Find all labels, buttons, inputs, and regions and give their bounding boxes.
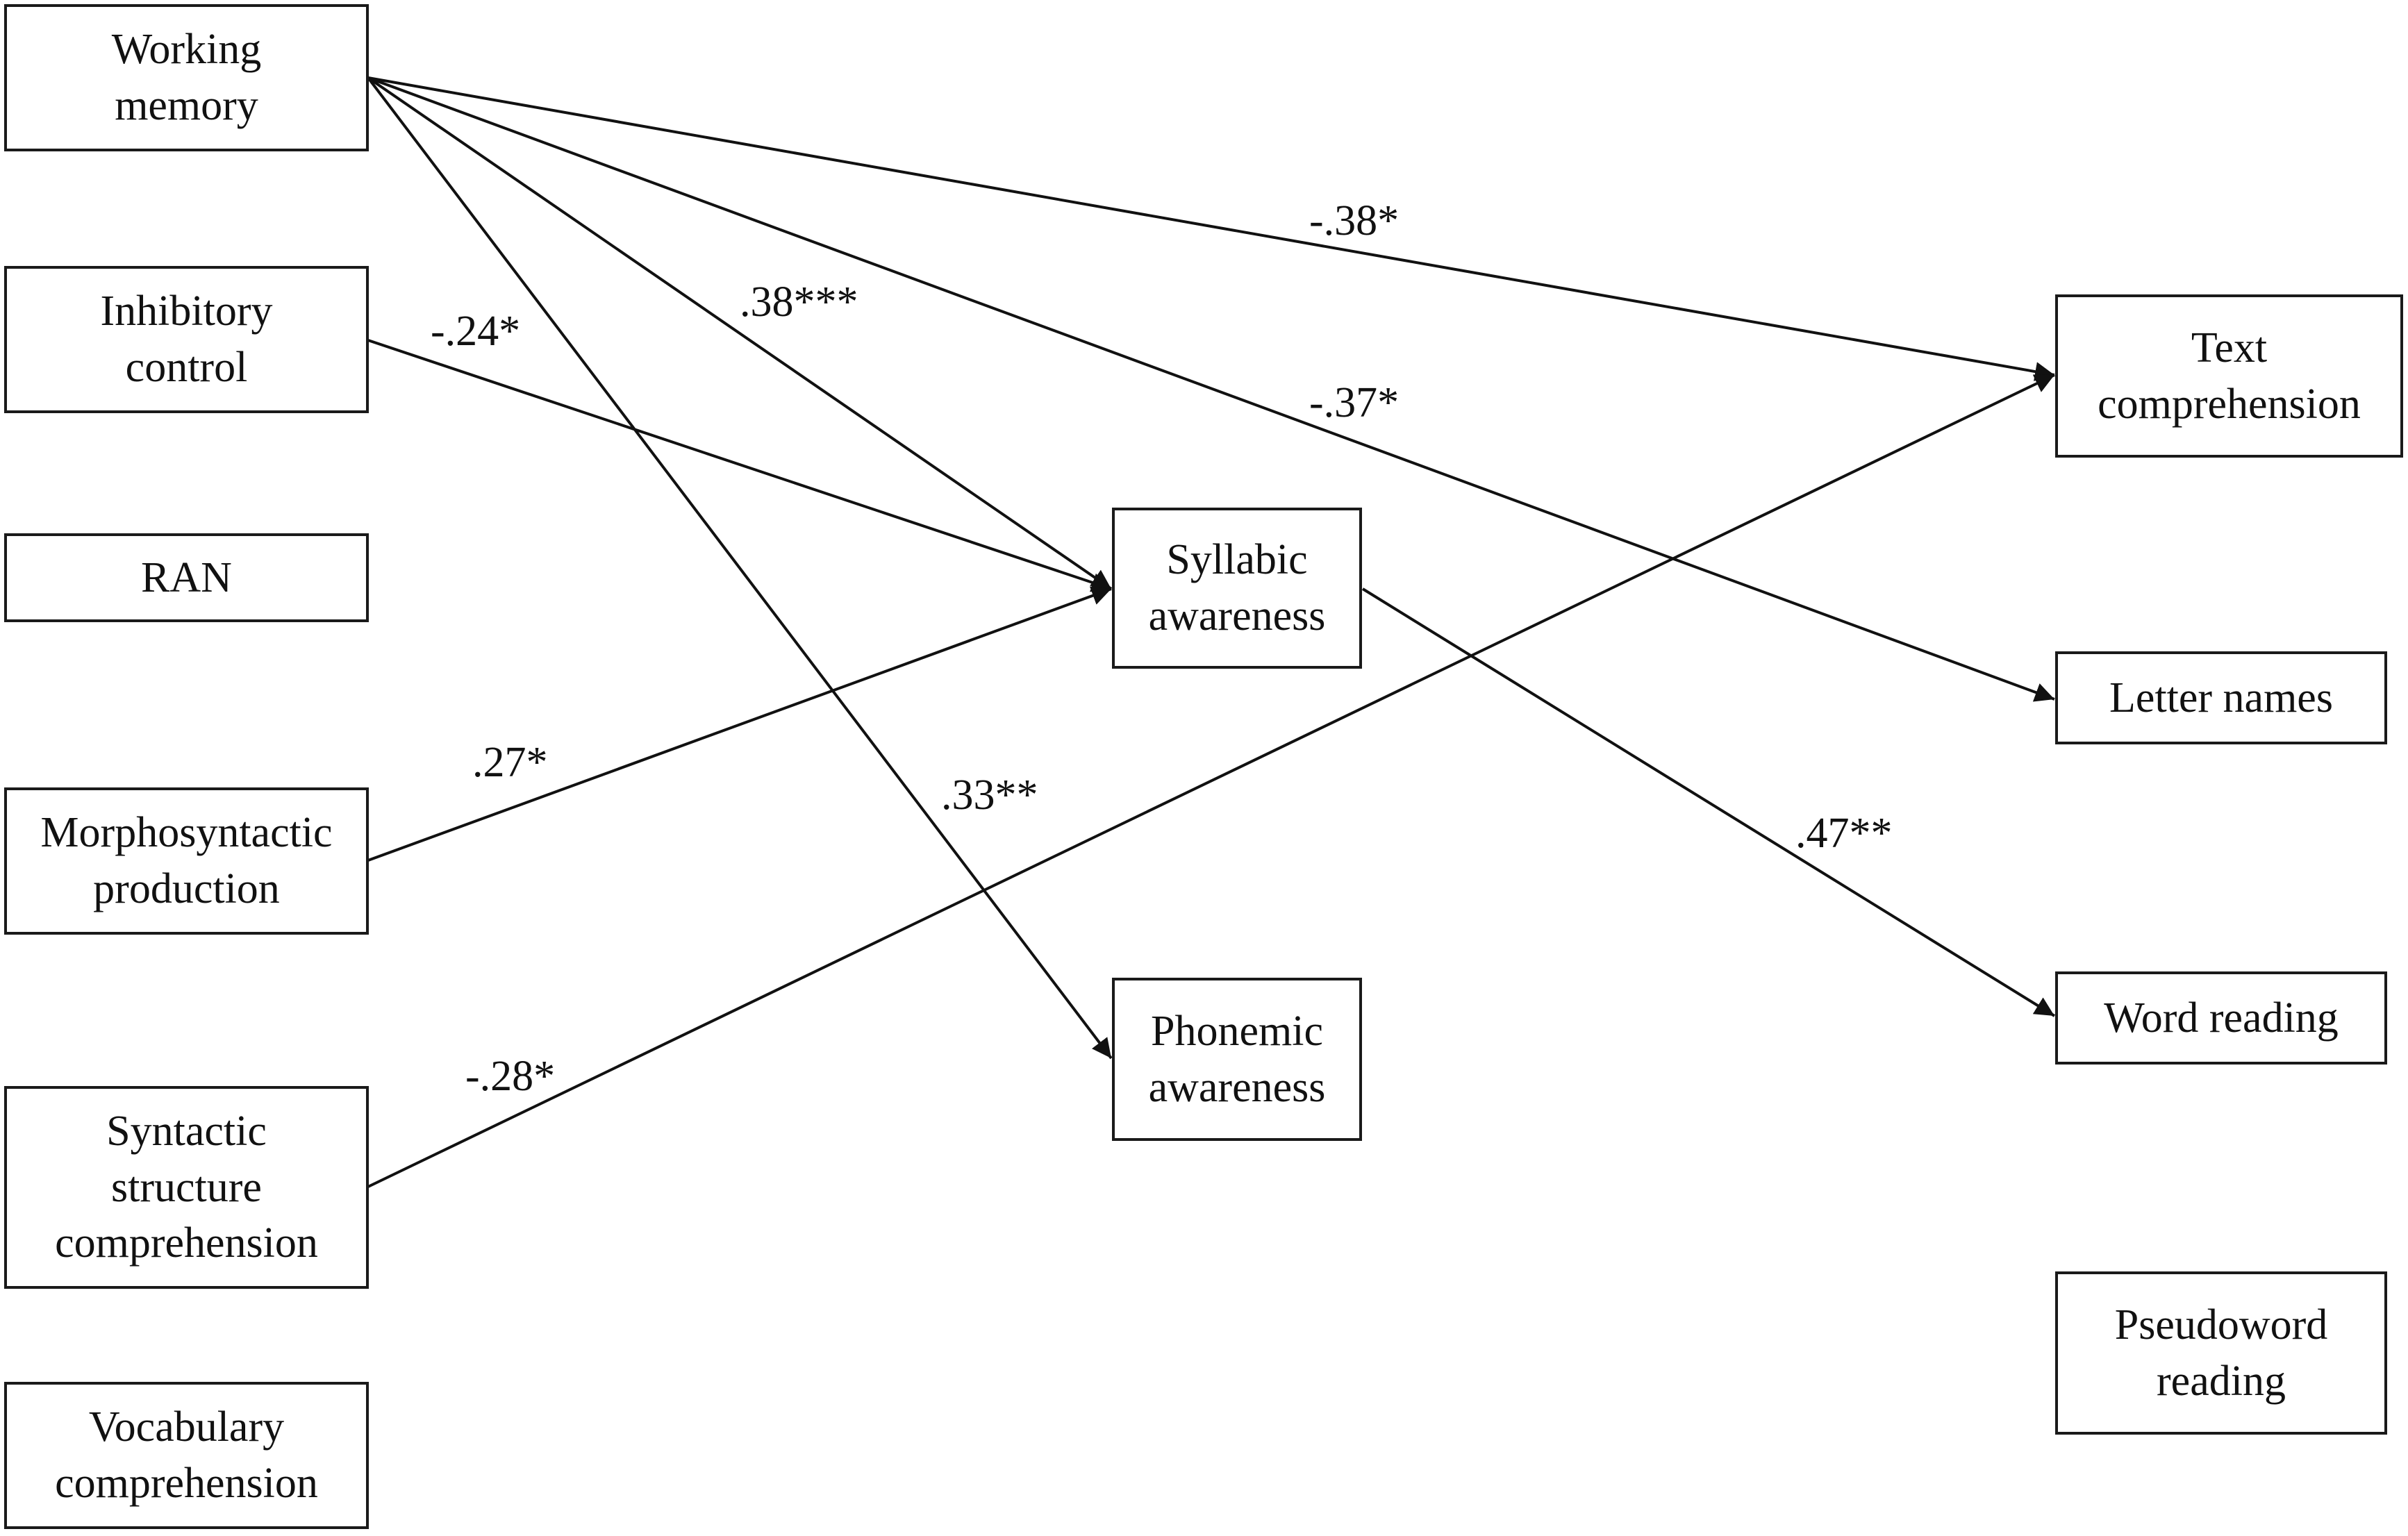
node-text-comprehension: Text comprehension — [2055, 294, 2403, 458]
coef-inhibitory-syllabic-awareness: -.24* — [431, 308, 520, 355]
coef-syllabic-word-reading: .47** — [1795, 810, 1893, 857]
node-label: Word reading — [2104, 994, 2339, 1042]
node-syllabic-awareness: Syllabic awareness — [1112, 508, 1362, 669]
node-label: Text comprehension — [2098, 324, 2361, 428]
path-syntactic-structure-comprehension-to-text-comprehension — [367, 374, 2055, 1188]
node-label: RAN — [141, 553, 232, 601]
node-label: Morphosyntactic production — [40, 809, 333, 912]
path-working-memory-to-syllabic-awareness — [367, 76, 1113, 590]
coef-morphosyntactic-syllabic-awareness: .27* — [472, 739, 548, 786]
node-label: Vocabulary comprehension — [55, 1403, 318, 1507]
node-morphosyntactic-production: Morphosyntactic production — [4, 787, 369, 935]
node-inhibitory-control: Inhibitory control — [4, 266, 369, 413]
node-vocabulary-comprehension: Vocabulary comprehension — [4, 1382, 369, 1529]
path-syllabic-awareness-to-word-reading — [1361, 587, 2056, 1017]
node-label: Phonemic awareness — [1148, 1007, 1326, 1111]
node-word-reading: Word reading — [2055, 971, 2387, 1065]
node-label: Working memory — [111, 26, 262, 129]
node-label: Inhibitory control — [100, 287, 273, 391]
coef-wm-syllabic-awareness: .38*** — [740, 278, 858, 326]
node-label: Pseudoword reading — [2114, 1301, 2328, 1405]
node-letter-names: Letter names — [2055, 651, 2387, 744]
coef-syntactic-text-comprehension: -.28* — [465, 1053, 555, 1100]
node-label: Syllabic awareness — [1148, 536, 1326, 640]
path-working-memory-to-letter-names — [367, 76, 2055, 702]
coef-wm-text-comprehension: -.38* — [1309, 197, 1399, 244]
node-ran: RAN — [4, 533, 369, 622]
coef-wm-letter-names: -.37* — [1309, 379, 1399, 426]
path-working-memory-to-phonemic-awareness — [367, 76, 1113, 1060]
node-syntactic-structure-comprehension: Syntactic structure comprehension — [4, 1086, 369, 1289]
node-pseudoword-reading: Pseudoword reading — [2055, 1271, 2387, 1435]
path-morphosyntactic-production-to-syllabic-awareness — [367, 586, 1112, 862]
node-working-memory: Working memory — [4, 4, 369, 151]
node-phonemic-awareness: Phonemic awareness — [1112, 978, 1362, 1141]
node-label: Syntactic structure comprehension — [55, 1108, 318, 1267]
coef-wm-phonemic-awareness: .33** — [941, 771, 1038, 819]
node-label: Letter names — [2109, 674, 2333, 721]
path-working-memory-to-text-comprehension — [367, 76, 2055, 381]
path-inhibitory-control-to-syllabic-awareness — [367, 339, 1112, 592]
